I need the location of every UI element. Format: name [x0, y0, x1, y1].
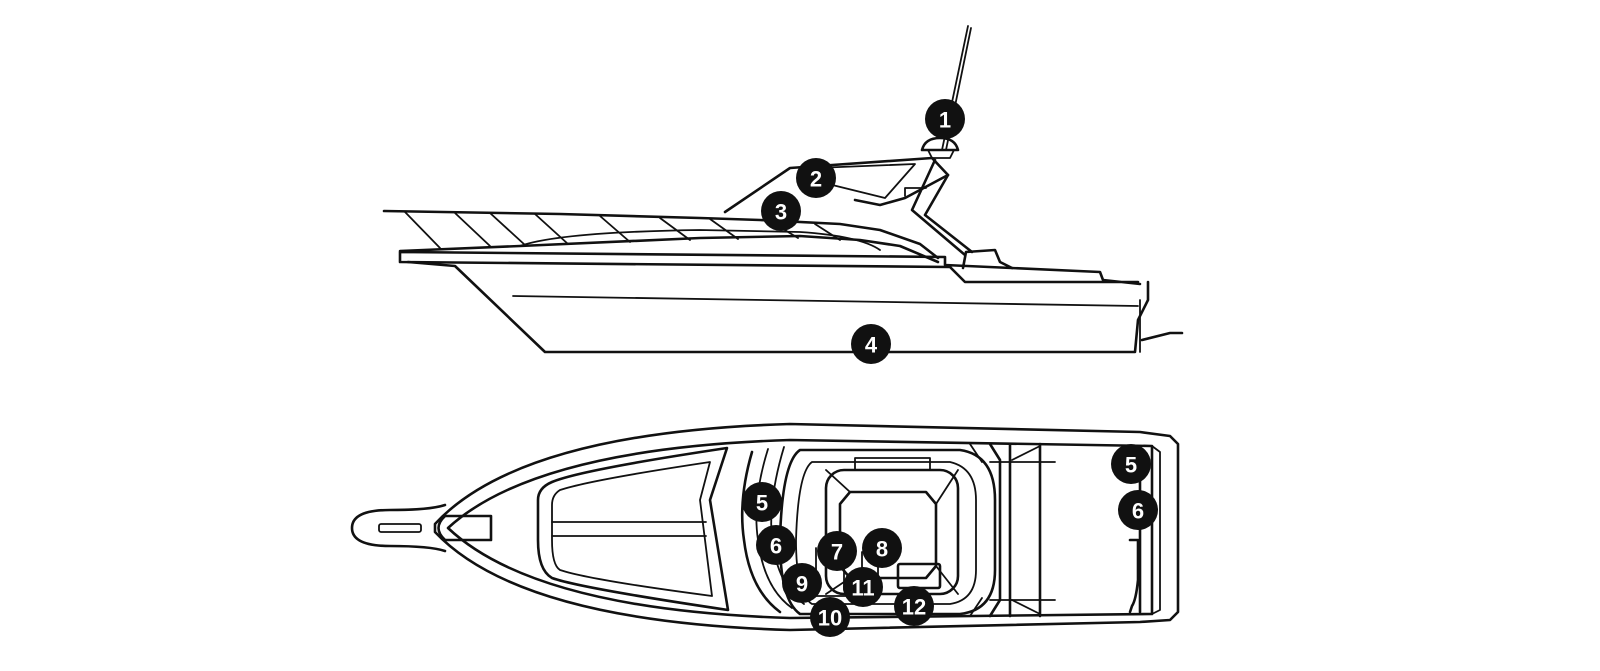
callout-10: 10 [810, 597, 850, 637]
cockpit-side [988, 442, 1002, 618]
callout-5-aft-label: 5 [1125, 453, 1137, 478]
bow-rail [382, 209, 940, 260]
callout-11-label: 11 [851, 576, 874, 601]
callout-6-top-label: 6 [770, 534, 782, 559]
callout-11: 11 [843, 567, 883, 607]
callout-8-label: 8 [876, 537, 888, 562]
callout-12: 12 [894, 586, 934, 626]
callout-7: 7 [817, 531, 857, 571]
callout-3: 3 [761, 191, 801, 231]
chine-line [512, 295, 1139, 307]
boat-side-view [382, 25, 1184, 354]
callout-5-top-label: 5 [756, 491, 768, 516]
helm-seat-top [838, 490, 938, 580]
callout-9-label: 9 [796, 572, 808, 597]
sunpad-seam [551, 521, 707, 537]
radar-dome [920, 136, 960, 152]
deck-outline-top [446, 438, 1154, 620]
helm-seat [961, 248, 1014, 270]
boat-top-view [350, 422, 1180, 632]
bow-pulpit [350, 503, 447, 553]
rail-stanchions [404, 211, 841, 249]
callout-5-aft: 5 [1111, 444, 1151, 484]
callout-12-label: 12 [902, 595, 926, 620]
callout-4: 4 [851, 324, 891, 364]
callout-2: 2 [796, 158, 836, 198]
foredeck-sunpad [536, 446, 730, 612]
callout-10-label: 10 [818, 606, 842, 631]
callout-6-aft-label: 6 [1132, 499, 1144, 524]
gunwale [398, 250, 1142, 286]
callout-6-aft: 6 [1118, 490, 1158, 530]
helm-console [824, 468, 960, 596]
swim-platform [1140, 331, 1184, 342]
callout-7-label: 7 [831, 540, 843, 565]
callout-5-top: 5 [742, 482, 782, 522]
arch-post [910, 158, 974, 257]
hardtop-footprint [778, 448, 997, 616]
callout-6-top: 6 [756, 525, 796, 565]
windshield-top [740, 450, 782, 614]
callout-1: 1 [925, 99, 965, 139]
hull-outline-top [433, 422, 1180, 632]
callout-2-label: 2 [810, 167, 822, 192]
bow-pulpit-platform [437, 514, 493, 542]
foredeck-hatch [519, 229, 881, 251]
callout-1-label: 1 [939, 108, 951, 133]
callout-3-label: 3 [775, 200, 787, 225]
callout-9: 9 [782, 563, 822, 603]
anchor-slot [378, 523, 422, 533]
callout-8: 8 [862, 528, 902, 568]
callout-4-label: 4 [865, 333, 878, 358]
aft-cockpit [1008, 442, 1042, 618]
hull [406, 260, 1150, 354]
